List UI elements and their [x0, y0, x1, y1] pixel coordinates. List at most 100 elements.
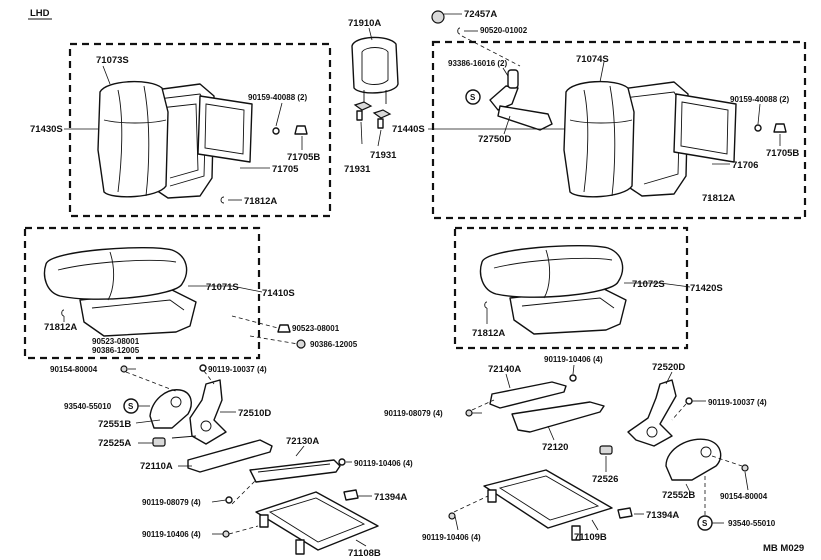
- seat-frame-left: [255, 491, 379, 555]
- seat-cushion-left: [43, 246, 197, 337]
- part-label: 71705B: [766, 148, 799, 159]
- nut-icon: [294, 125, 308, 135]
- part-label: 72130A: [286, 436, 319, 447]
- part-label: 71931: [344, 164, 371, 175]
- frame-leg: [571, 525, 581, 541]
- part-label: 71394A: [374, 492, 407, 503]
- part-label: 90119-10406 (4): [354, 459, 413, 468]
- bolt-icon: [569, 374, 577, 382]
- part-label: 72525A: [98, 438, 131, 449]
- frame-leg: [295, 539, 305, 555]
- part-label: 71812A: [472, 328, 505, 339]
- part-label: 90119-10037 (4): [708, 398, 767, 407]
- clip-icon: [457, 27, 461, 35]
- seatback-assembly-right: [563, 80, 737, 198]
- s-mark-icon: [465, 89, 481, 105]
- part-label: 72526: [592, 474, 618, 485]
- washer-icon: [465, 409, 473, 417]
- clip-icon: [617, 507, 633, 519]
- washer-icon: [741, 464, 749, 472]
- part-label: 90119-08079 (4): [142, 498, 201, 507]
- bolt-icon: [448, 512, 456, 520]
- recliner-right: [627, 379, 677, 447]
- part-label: 71812A: [244, 196, 277, 207]
- nut-icon: [773, 123, 787, 133]
- leader-lines: [63, 13, 781, 547]
- part-label: 71074S: [576, 54, 609, 65]
- part-label: 90523-08001: [292, 324, 340, 333]
- clip-icon: [343, 489, 359, 501]
- part-label: 90119-10037 (4): [208, 365, 267, 374]
- group-box-front-left-cushion: [23, 226, 261, 360]
- part-label: 71420S: [690, 283, 723, 294]
- part-label: 90386-12005: [92, 346, 140, 355]
- screw-icon: [754, 124, 762, 132]
- bolt-icon: [685, 397, 693, 405]
- washer-icon: [120, 365, 128, 373]
- part-label: 71705: [272, 164, 299, 175]
- part-label: 71108B: [348, 548, 381, 559]
- part-label: 90119-10406 (4): [544, 355, 603, 364]
- knob-icon: [431, 10, 445, 24]
- recliner-left: [171, 379, 227, 445]
- part-label: 71706: [732, 160, 758, 171]
- part-label: 71910A: [348, 18, 381, 29]
- group-box-front-right-seatback: [431, 40, 807, 220]
- part-label: 72140A: [488, 364, 521, 375]
- part-label: 71430S: [30, 124, 63, 135]
- s-mark-text: S: [470, 93, 476, 102]
- part-label: 71410S: [262, 288, 295, 299]
- bolt-icon: [296, 339, 306, 349]
- part-label: 71072S: [632, 279, 665, 290]
- headrest-support-icon: [372, 109, 392, 119]
- hog-ring-icon: [484, 301, 488, 309]
- part-label: 71705B: [287, 152, 320, 163]
- figure-code: MB M029: [763, 543, 804, 554]
- part-label: 72120: [542, 442, 568, 453]
- part-label: 71109B: [574, 532, 607, 543]
- recliner-knob-icon: [599, 445, 613, 455]
- part-label: 90523-08001: [92, 337, 140, 346]
- part-label: 72552B: [662, 490, 695, 501]
- hog-ring-icon: [61, 309, 65, 317]
- part-label: 90119-08079 (4): [384, 409, 443, 418]
- screw-icon: [272, 127, 280, 135]
- headrest: [351, 36, 399, 104]
- frame-leg: [259, 514, 269, 528]
- part-label: 72457A: [464, 9, 497, 20]
- part-label: 90159-40088 (2): [730, 95, 789, 104]
- recliner-cover-right: [665, 438, 722, 481]
- group-box-front-right-cushion: [453, 226, 689, 350]
- s-mark-text: S: [128, 402, 134, 411]
- part-label: 90119-10406 (4): [422, 533, 481, 542]
- part-label: 71071S: [206, 282, 239, 293]
- part-label: 71812A: [702, 193, 735, 204]
- part-label: 72510D: [238, 408, 271, 419]
- headrest-support-stem: [377, 118, 384, 129]
- hog-ring-icon: [220, 196, 225, 204]
- part-label: 72110A: [140, 461, 173, 472]
- seat-cushion-right: [479, 244, 627, 335]
- seat-track-right-inner: [489, 381, 605, 433]
- bolt-icon: [199, 364, 207, 372]
- bolt-icon: [338, 458, 346, 466]
- headrest-support-icon: [353, 101, 373, 111]
- part-label: 71394A: [646, 510, 679, 521]
- headrest-support-stem: [356, 110, 363, 121]
- bolt-icon: [225, 496, 233, 504]
- s-mark-text: S: [702, 519, 708, 528]
- part-label: 93540-55010: [64, 402, 112, 411]
- part-label: 71812A: [44, 322, 77, 333]
- part-label: 72750D: [478, 134, 511, 145]
- part-label: 71073S: [96, 55, 129, 66]
- seatback-assembly-left: [97, 80, 253, 199]
- part-label: 90159-40088 (2): [248, 93, 307, 102]
- part-label: 93540-55010: [728, 519, 776, 528]
- frame-leg: [487, 489, 497, 503]
- recliner-release-assembly: [489, 69, 553, 131]
- part-label: 72520D: [652, 362, 685, 373]
- part-label: 72551B: [98, 419, 131, 430]
- part-label: 90154-80004: [50, 365, 98, 374]
- part-label: 71931: [370, 150, 397, 161]
